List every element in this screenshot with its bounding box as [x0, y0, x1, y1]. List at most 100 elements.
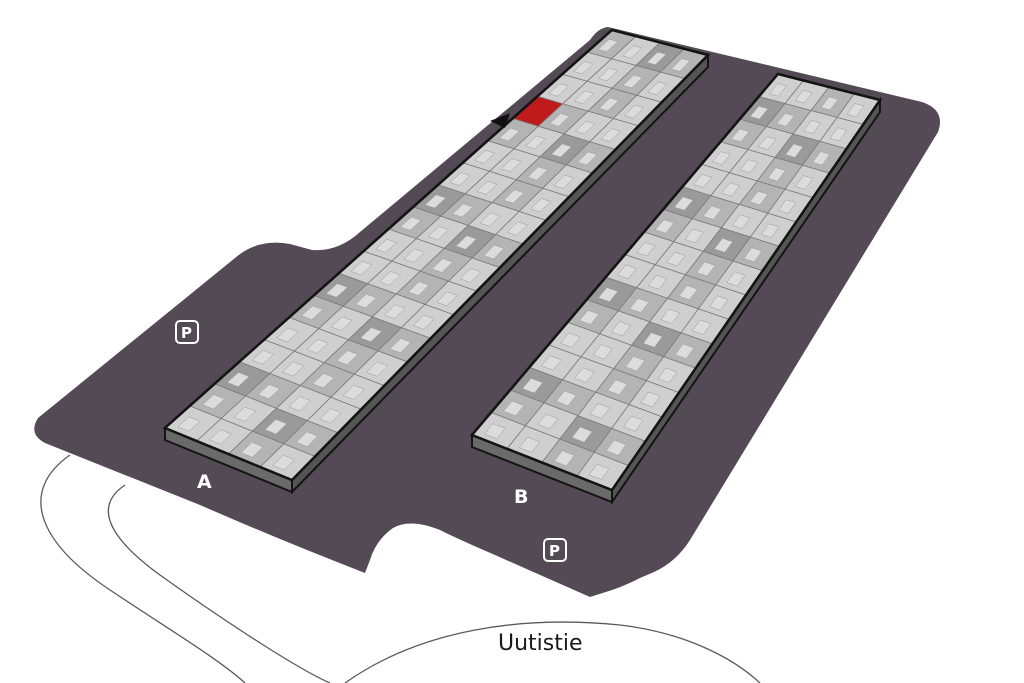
unit-skylight	[527, 166, 548, 181]
unit-skylight	[640, 391, 661, 408]
unit-skylight	[354, 293, 377, 309]
unit-skylight	[312, 373, 335, 389]
unit-skylight	[607, 379, 628, 396]
building-outline	[469, 72, 883, 492]
building-a[interactable]	[162, 28, 711, 495]
unit-skylight	[674, 343, 695, 359]
unit-skylight	[476, 180, 498, 195]
unit-skylight	[276, 327, 299, 343]
unit-skylight	[251, 349, 275, 365]
unit-skylight	[506, 221, 528, 236]
unit-skylight	[768, 83, 788, 97]
unit-skylight	[749, 105, 769, 120]
unit-skylight	[522, 378, 544, 394]
unit-skylight	[537, 413, 559, 430]
triangle-marker-icon	[490, 113, 510, 128]
unit-skylight	[812, 151, 831, 166]
unit-skylight	[670, 58, 691, 72]
unit-skylight	[625, 356, 646, 372]
unit-skylight	[548, 83, 570, 97]
unit-skylight	[177, 416, 201, 432]
unit-skylight	[726, 271, 746, 287]
unit-skylight	[264, 419, 288, 435]
unit-skylight	[436, 291, 458, 307]
unit-skylight	[336, 350, 359, 366]
building-b[interactable]	[469, 72, 883, 506]
unit-skylight	[325, 283, 348, 298]
unit-skylight	[427, 226, 450, 241]
unit-skylight	[692, 319, 712, 335]
unit-skylight	[403, 248, 426, 263]
unit-skylight	[730, 128, 750, 143]
unit-skylight	[795, 175, 814, 190]
unit-skylight	[721, 182, 741, 197]
svg-text:P: P	[181, 324, 192, 342]
unit-skylight	[692, 174, 713, 188]
road-label: Uutistie	[498, 631, 583, 656]
unit-skylight	[623, 104, 645, 119]
unit-skylight	[654, 219, 675, 234]
unit-skylight	[366, 361, 389, 377]
unit-skylight	[757, 136, 777, 150]
unit-skylight	[399, 216, 422, 231]
unit-skylight	[829, 127, 848, 142]
unit-skylight	[574, 120, 596, 135]
unit-skylight	[622, 74, 643, 89]
unit-skylight	[553, 450, 575, 467]
unit-skylight	[431, 258, 454, 273]
unit-skylight	[549, 113, 570, 127]
unit-skylight	[530, 198, 552, 213]
unit-skylight	[319, 408, 342, 424]
unit-skylight	[739, 159, 759, 174]
unit-skylight	[503, 189, 525, 204]
unit-skylight	[500, 158, 522, 172]
unit-skylight	[572, 61, 594, 75]
unit-skylight	[288, 396, 311, 412]
unit-skylight	[588, 463, 610, 481]
unit-skylight	[272, 454, 295, 471]
unit-skylight	[560, 332, 581, 348]
unit-skylight	[702, 205, 723, 220]
unit-skylight	[483, 244, 505, 260]
unit-skylight	[574, 367, 595, 383]
unit-skylight	[555, 390, 577, 407]
unit-skylight	[449, 172, 471, 186]
unit-skylight	[713, 238, 734, 253]
unit-skylight	[767, 167, 786, 182]
unit-skylight	[647, 81, 668, 95]
parking-icon: P	[543, 538, 567, 562]
unit-skylight	[413, 314, 435, 330]
unit-skylight	[257, 384, 281, 400]
unit-skylight	[379, 271, 401, 286]
unit-skylight	[646, 51, 667, 65]
unit-skylight	[330, 316, 353, 331]
unit-skylight	[498, 127, 520, 142]
unit-skylight	[571, 426, 593, 443]
unit-skylight	[474, 150, 496, 164]
unit-skylight	[598, 97, 620, 112]
unit-skylight	[776, 113, 795, 127]
unit-skylight	[202, 394, 226, 410]
unit-skylight	[657, 367, 678, 384]
building-b-label: B	[514, 486, 528, 508]
unit-skylight	[240, 442, 264, 458]
unit-skylight	[503, 400, 525, 417]
unit-skylight	[673, 196, 694, 211]
unit-skylight	[606, 439, 627, 456]
unit-skylight	[610, 321, 632, 337]
unit-skylight	[573, 90, 595, 104]
unit-skylight	[455, 235, 477, 250]
unit-skylight	[597, 287, 619, 302]
unit-skylight	[597, 68, 619, 82]
unit-skylight	[616, 264, 638, 280]
unit-skylight	[479, 212, 501, 227]
unit-skylight	[589, 403, 610, 419]
unit-skylight	[600, 128, 621, 142]
unit-skylight	[541, 355, 562, 371]
unit-skylight	[642, 332, 663, 348]
unit-skylight	[375, 238, 398, 253]
unit-skylight	[553, 174, 575, 189]
unit-skylight	[802, 120, 822, 134]
unit-skylight	[749, 190, 769, 206]
unit-skylight	[731, 214, 751, 229]
